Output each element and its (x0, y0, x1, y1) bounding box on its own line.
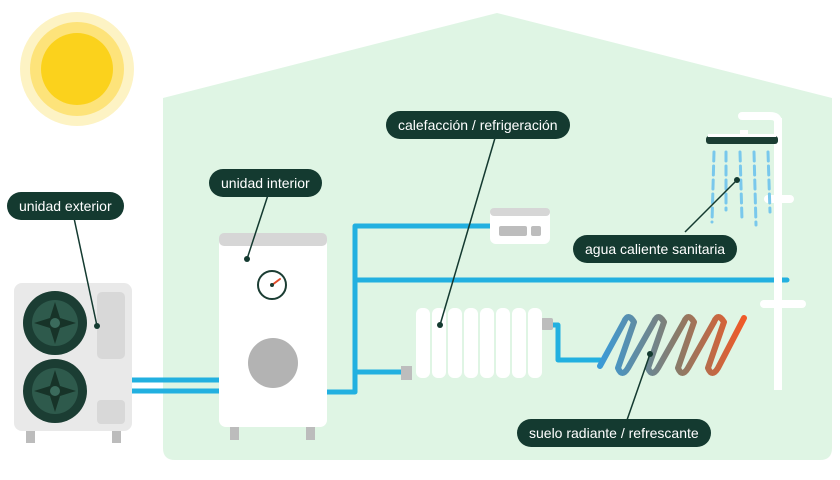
radiator-icon (401, 308, 553, 380)
pipe-network (127, 223, 790, 395)
sun-icon (20, 12, 134, 126)
label-outdoor-unit: unidad exterior (7, 192, 124, 220)
thermostat-icon (490, 208, 550, 244)
leader-lines (73, 137, 738, 421)
label-heating-cooling: calefacción / refrigeración (386, 111, 570, 139)
water-drops (710, 150, 772, 227)
fan-top-icon (23, 291, 87, 355)
label-indoor-unit: unidad interior (209, 169, 322, 197)
fan-bottom-icon (23, 359, 87, 423)
label-floor-heating: suelo radiante / refrescante (517, 419, 711, 447)
label-hot-water: agua caliente sanitaria (573, 235, 738, 263)
heat-pump-outdoor-icon (14, 283, 132, 443)
pressure-gauge-icon (257, 270, 287, 300)
tank-window (248, 338, 298, 388)
boiler-tank-icon (219, 233, 327, 440)
shower-icon (706, 112, 806, 390)
